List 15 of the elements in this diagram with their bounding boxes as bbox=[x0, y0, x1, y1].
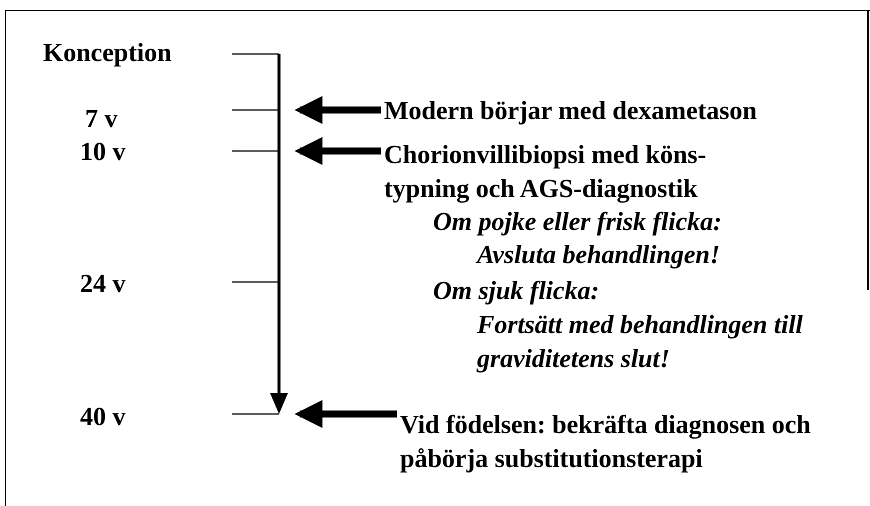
week-label: 7 v bbox=[85, 103, 118, 135]
timeline-note: Modern börjar med dexametason bbox=[384, 95, 758, 127]
week-label: 40 v bbox=[80, 401, 126, 433]
instruction-text: Fortsätt med behandlingen till graviditetens slut! bbox=[477, 309, 804, 375]
arrow bbox=[294, 96, 381, 124]
arrow bbox=[294, 400, 397, 428]
arrow bbox=[294, 137, 381, 165]
instruction-text: Om pojke eller frisk flicka: bbox=[433, 206, 723, 238]
week-label: 10 v bbox=[80, 136, 126, 168]
timeline-note: Chorionvillibiopsi med köns- typning och AGS-diagnostik bbox=[384, 139, 708, 205]
timeline-note: Vid födelsen: bekräfta diagnosen och påbörja substitutionsterapi bbox=[400, 409, 812, 475]
week-label: 24 v bbox=[80, 268, 126, 300]
instruction-text: Om sjuk flicka: bbox=[433, 275, 600, 307]
week-label: Konception bbox=[43, 37, 172, 69]
instruction-text: Avsluta behandlingen! bbox=[477, 239, 721, 271]
